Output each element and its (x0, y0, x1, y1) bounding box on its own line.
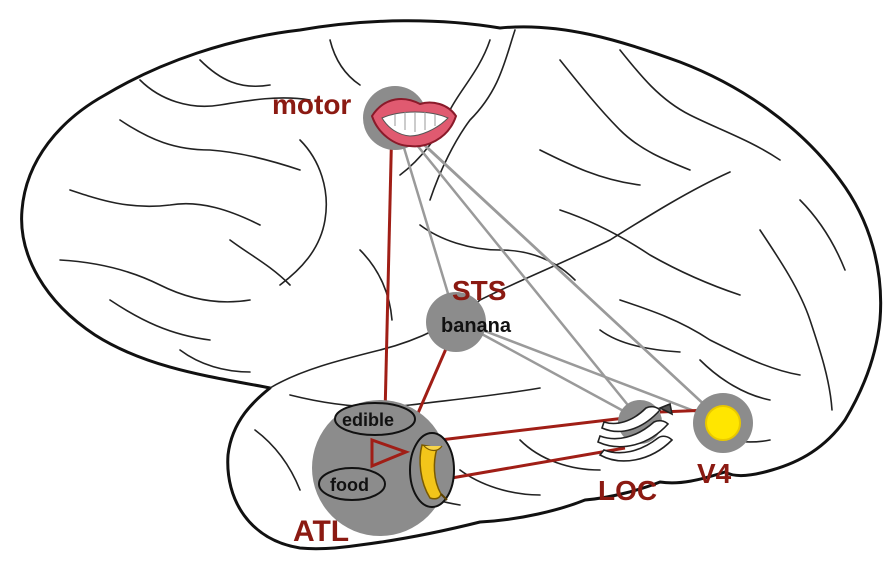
banana-bunch-icon (597, 402, 674, 462)
atl-food-oval (318, 467, 386, 501)
link-sts-loc (455, 318, 641, 422)
brain-outline (20, 19, 883, 551)
sts-label: STS (452, 275, 506, 306)
link-motor-sts (393, 117, 458, 321)
motor-node: motor (272, 86, 458, 150)
triangle-icon (370, 437, 411, 469)
motor-label: motor (272, 89, 351, 120)
atl-food-label: food (330, 475, 369, 495)
loc-node: LOC (597, 400, 674, 506)
atl-edible-label: edible (342, 410, 394, 430)
loc-label: LOC (598, 475, 657, 506)
mouth-icon (370, 98, 458, 148)
sts-node: STS banana (426, 275, 512, 352)
link-atl-loc-lower (439, 446, 626, 482)
atl-node: edible food ATL (293, 400, 455, 548)
yellow-color-icon (705, 405, 741, 441)
brain-sulci (59, 29, 846, 506)
atl-label: ATL (293, 515, 349, 548)
link-motor-atl (383, 117, 394, 416)
v4-node: V4 (693, 393, 753, 489)
link-motor-loc (394, 117, 641, 421)
atl-edible-oval (334, 402, 416, 436)
sts-circle (426, 292, 486, 352)
atl-circle (312, 400, 448, 536)
link-motor-v4-b (399, 121, 724, 423)
banana-icon (419, 444, 448, 501)
sts-inner-label: banana (441, 315, 512, 337)
grey-connections (393, 117, 724, 424)
v4-label: V4 (697, 458, 732, 489)
link-sts-v4 (455, 318, 724, 424)
link-atl-loc-upper (439, 416, 626, 442)
